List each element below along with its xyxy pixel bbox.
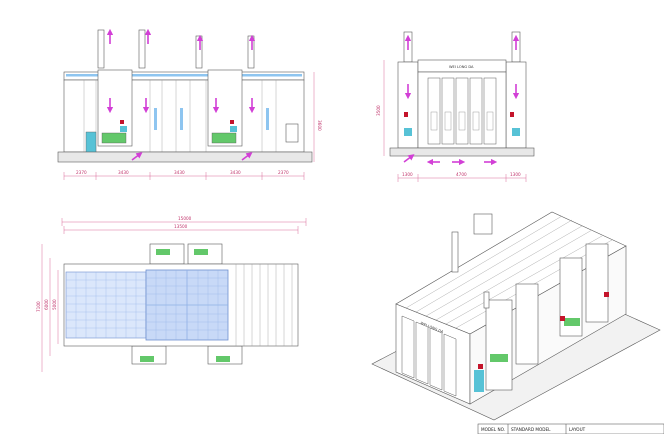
control-light — [120, 120, 124, 124]
door-leaf — [455, 77, 469, 145]
exhaust-chimney — [195, 35, 203, 69]
exhaust-chimney — [97, 29, 105, 69]
front-dim-label: 3430 — [118, 170, 129, 175]
plan-dim-label: 5000 — [52, 299, 57, 310]
side-dim-label: 1300 — [510, 172, 521, 177]
front-dim-label: 2370 — [76, 170, 87, 175]
filter-panel — [512, 128, 520, 136]
control-light — [230, 120, 234, 124]
side-height-label: 3500 — [376, 105, 381, 116]
light-strip — [66, 74, 302, 77]
front-dim-label: 3430 — [230, 170, 241, 175]
title-block-cell: LAYOUT — [569, 427, 586, 432]
burner-block — [194, 249, 208, 255]
plan-dim-label: 7100 — [36, 301, 41, 312]
plan-dim-label: 15000 — [178, 216, 192, 221]
title-block: MODEL NO. STANDARD MODEL LAYOUT — [477, 423, 664, 434]
control-light — [510, 112, 514, 117]
iso-chimney — [483, 291, 490, 309]
booth-base — [389, 147, 535, 157]
burner-block — [156, 249, 170, 255]
side-dim-label: 4700 — [456, 172, 467, 177]
iso-duct — [473, 213, 493, 235]
light-window — [154, 108, 157, 130]
plan-dim-label: 6000 — [44, 299, 49, 310]
door-leaf — [441, 77, 455, 145]
burner-block — [211, 132, 237, 144]
burner-block — [490, 354, 508, 362]
filter-panel — [474, 370, 484, 392]
door-window — [486, 111, 494, 131]
front-elevation-view: 2370 3430 3430 3430 2370 3600 — [57, 28, 322, 180]
filter-panel — [230, 126, 237, 132]
door-window — [472, 111, 480, 131]
control-light — [560, 316, 565, 321]
filter-panel — [120, 126, 127, 132]
iso-tower — [515, 283, 539, 365]
control-cabinet — [285, 123, 299, 143]
door-leaf — [427, 77, 441, 145]
door-window — [444, 111, 452, 131]
isometric-view: WEI LONG DA — [371, 211, 661, 421]
front-dim-label: 3430 — [174, 170, 185, 175]
side-dim-label: 1300 — [402, 172, 413, 177]
iso-door — [415, 321, 429, 385]
side-sign-text: WEI LONG DA — [449, 65, 474, 69]
door-leaf — [469, 77, 483, 145]
airflow-arrow — [241, 152, 253, 161]
door-leaf — [483, 77, 497, 145]
plan-view: 15000 13500 7100 6000 5000 — [36, 216, 307, 372]
door-window — [430, 111, 438, 131]
light-window — [180, 108, 183, 130]
airflow-arrow — [131, 152, 143, 161]
burner-block — [216, 356, 230, 362]
light-window — [266, 108, 269, 130]
title-block-cell: MODEL NO. — [481, 427, 505, 432]
front-dim-label: 2370 — [278, 170, 289, 175]
control-light — [478, 364, 483, 369]
filter-panel — [404, 128, 412, 136]
exhaust-chimney — [247, 35, 255, 69]
iso-tower — [485, 299, 513, 391]
exhaust-chimney — [138, 29, 146, 69]
burner-block — [564, 318, 580, 326]
iso-door — [443, 333, 457, 397]
airflow-arrow — [403, 154, 415, 163]
booth-base — [57, 151, 313, 163]
door-window — [458, 111, 466, 131]
control-light — [404, 112, 408, 117]
iso-chimney — [451, 231, 459, 273]
iso-door — [429, 327, 443, 391]
title-block-cell: STANDARD MODEL — [511, 427, 551, 432]
iso-tower — [559, 257, 583, 337]
iso-door — [401, 315, 415, 379]
front-height-label: 3600 — [317, 120, 322, 131]
control-light — [604, 292, 609, 297]
burner-block — [101, 132, 127, 144]
side-elevation-view: WEI LONG DA — [376, 31, 535, 182]
iso-tower — [585, 243, 609, 323]
plan-dim-label: 13500 — [174, 224, 188, 229]
burner-block — [140, 356, 154, 362]
